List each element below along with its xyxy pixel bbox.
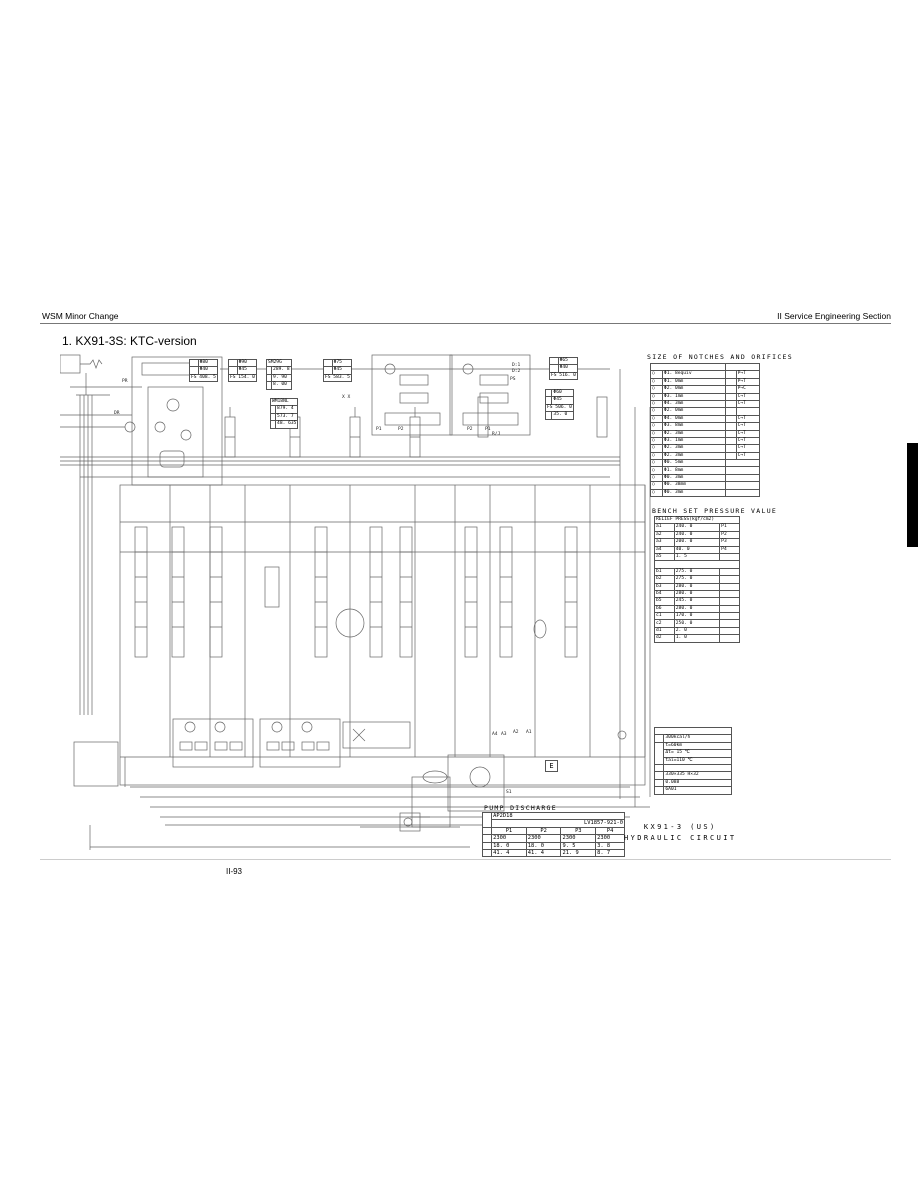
swing-motor-spec: SM29G 289. 8 9. 90 8. 00 — [265, 358, 292, 390]
pump-discharge-title: PUMP DISCHARGE — [484, 804, 557, 812]
label-s1: S1 — [506, 790, 512, 795]
label-dr: DR — [114, 411, 120, 416]
header-right: II Service Engineering Section — [777, 311, 891, 321]
label-p2-b: P2 — [467, 427, 473, 432]
label-p1-b: P1 — [485, 427, 491, 432]
footer-rule — [40, 859, 891, 860]
label-pr: PR — [122, 379, 128, 384]
label-d1: D:1 — [512, 363, 521, 368]
label-a2: A2 — [513, 730, 519, 735]
label-a3: A3 — [501, 732, 507, 737]
engine-box: E — [545, 760, 558, 772]
circuit-title: KX91-3 (US) HYDRAULIC CIRCUIT — [624, 822, 736, 844]
label-p1-a: P1 — [376, 427, 382, 432]
cylinder-spec-4: Φ75 Φ45 FS 583. 5 — [323, 358, 352, 383]
header-rule — [40, 323, 891, 324]
notches-table: ○Φ1. 8equiv P→T ○Φ1. 0mm P→T ○Φ2. 0mm P→… — [649, 362, 761, 498]
cylinder-spec-right-2: Φ60 Φ45 FS 506. 0 35. 0 — [544, 388, 574, 420]
hydraulic-circuit-diagram — [60, 354, 651, 850]
cylinder-spec-right-1: Φ65 Φ40 FS 516. 0 — [549, 356, 578, 381]
label-d2: D:2 — [512, 369, 521, 374]
header-left: WSM Minor Change — [42, 311, 119, 321]
section-title: 1. KX91-3S: KTC-version — [62, 334, 197, 348]
label-ps: PS — [510, 377, 516, 382]
label-a1: A1 — [526, 730, 532, 735]
cylinder-spec-1: Φ80 Φ40 FS 408. 5 — [189, 358, 218, 383]
label-a4: A4 — [492, 732, 498, 737]
page-number: II-93 — [226, 867, 243, 876]
travel-motor-spec: WM18NL 879. 4 573. 7 48. 635 — [269, 397, 299, 429]
circuit-title-line2: HYDRAULIC CIRCUIT — [624, 834, 737, 842]
chapter-edge-tab — [907, 443, 918, 547]
cylinder-spec-2: Φ90 Φ45 FS 154. 0 — [228, 358, 257, 383]
circuit-title-line1: KX91-3 (US) — [643, 823, 717, 831]
bench-title: BENCH SET PRESSURE VALUE — [652, 507, 778, 515]
label-rj: R/J — [492, 432, 501, 437]
oil-cooler-table: 300kcal/h t=60km Δt= 15 ℃ tai=110 ℃ 330×… — [653, 726, 732, 795]
notches-title: SIZE OF NOTCHES AND ORIFICES — [647, 353, 793, 361]
label-xx: X X — [342, 395, 351, 400]
label-p2-a: P2 — [398, 427, 404, 432]
